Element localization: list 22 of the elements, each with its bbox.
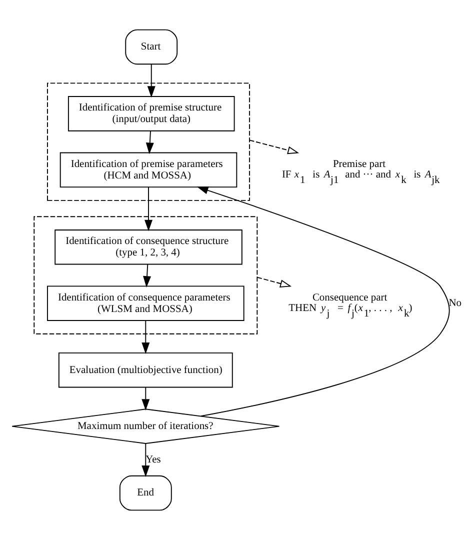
arrow — [142, 320, 150, 354]
arrow — [142, 443, 150, 477]
arrow — [146, 130, 154, 154]
node-box: Identification of premise parameters (HCM and MOSSA) — [60, 152, 238, 188]
node-box: Identification of premise structure (input/output data) — [68, 96, 235, 132]
arrow — [256, 276, 292, 288]
arrow — [142, 386, 150, 411]
arrow — [144, 186, 153, 232]
arrow — [249, 140, 300, 154]
node-box: Identification of consequence parameters (WLSM and MOSSA) — [47, 286, 244, 321]
arrow — [147, 64, 156, 98]
cluster — [47, 82, 250, 201]
edge-label: Yes — [146, 454, 161, 466]
node-box: Evaluation (multiobjective function) — [58, 352, 233, 388]
edge-label: No — [448, 298, 462, 310]
node-box: Start — [125, 29, 178, 65]
node-diamond: Maximum number of iterations? — [12, 408, 280, 444]
node-box: Identification of consequence structure (type 1, 2, 3, 4) — [54, 230, 242, 265]
arrow — [143, 264, 152, 288]
arrow — [196, 186, 450, 417]
node-box: End — [119, 475, 172, 511]
cluster — [34, 216, 258, 334]
